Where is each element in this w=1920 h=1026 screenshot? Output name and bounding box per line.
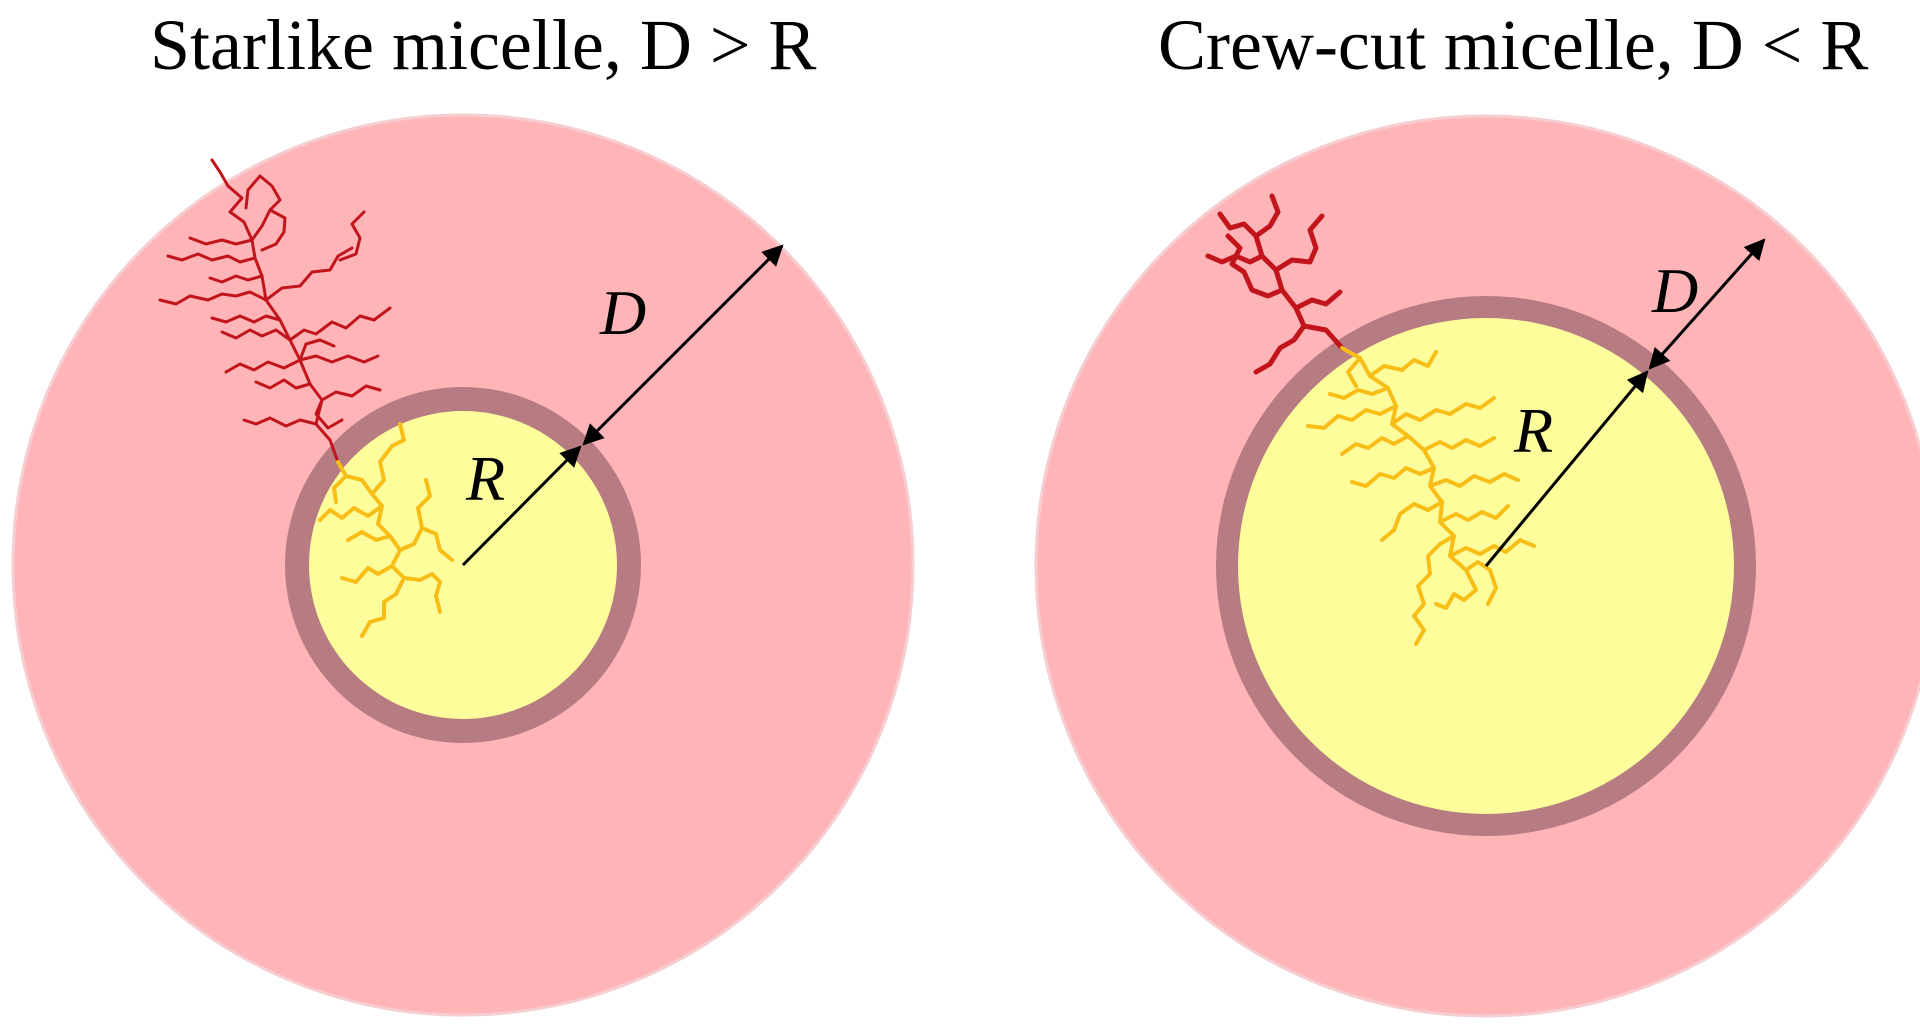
corona-polymer-chains xyxy=(158,158,392,464)
core-radius-label: R xyxy=(465,443,505,514)
core-radius-arrow xyxy=(461,445,582,567)
crew-cut-micelle: D R xyxy=(1034,114,1920,1018)
dimension-arrows xyxy=(461,244,784,567)
corona-polymer-chains xyxy=(1205,193,1345,375)
core-polymer-chains xyxy=(1306,346,1536,646)
core-polymer-chains xyxy=(318,422,454,638)
dimension-arrows xyxy=(1484,238,1766,567)
corona-thickness-arrow xyxy=(1648,238,1766,370)
crew-cut-micelle-title: Crew-cut micelle, D < R xyxy=(1158,5,1869,85)
corona-thickness-label: D xyxy=(1651,255,1698,326)
corona-thickness-label: D xyxy=(599,277,646,348)
core-radius-label: R xyxy=(1513,395,1553,466)
corona-thickness-arrow xyxy=(582,244,784,446)
core-radius-arrow xyxy=(1484,370,1649,567)
starlike-micelle: D R xyxy=(11,113,915,1017)
starlike-micelle-title: Starlike micelle, D > R xyxy=(150,5,817,85)
